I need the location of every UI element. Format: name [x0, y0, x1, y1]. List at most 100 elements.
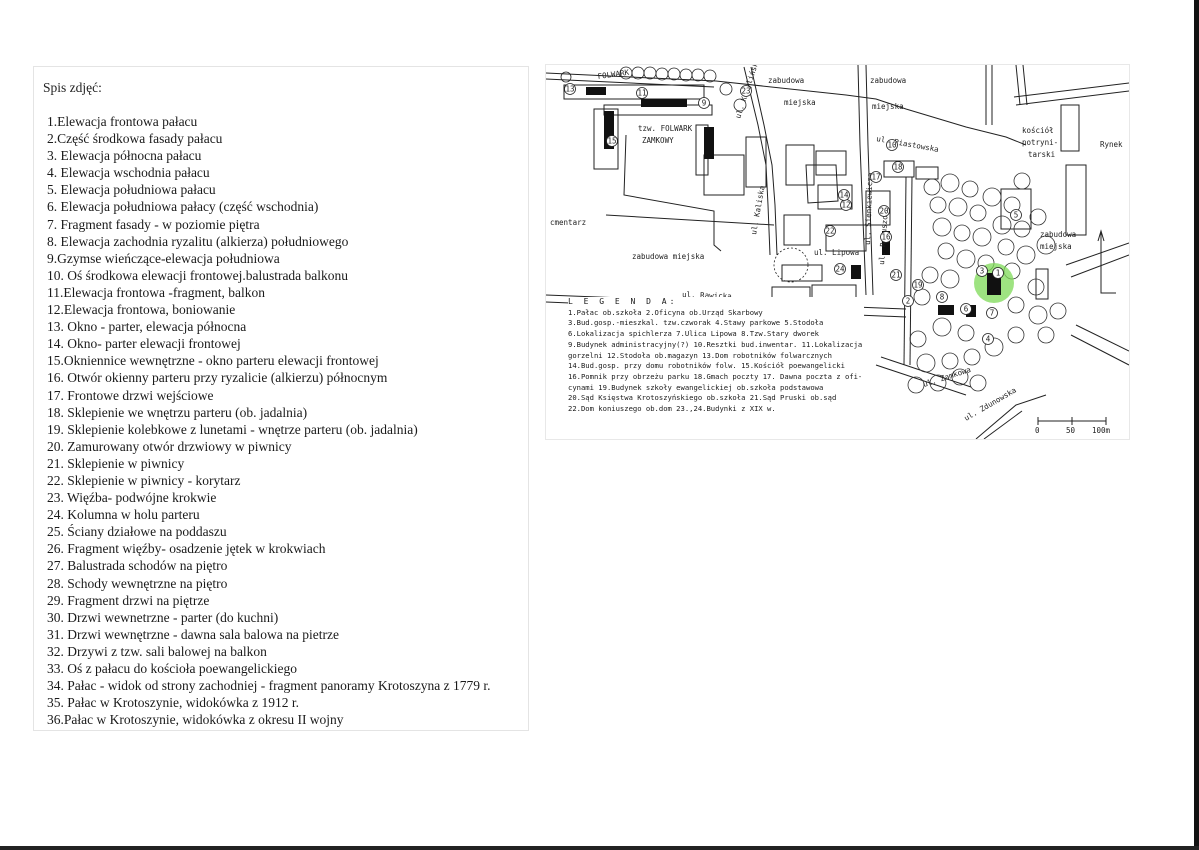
- map-label-scale50: 50: [1066, 426, 1076, 435]
- map-label-rynek: Rynek: [1100, 140, 1123, 149]
- legend-line: 1.Pałac ob.szkoła 2.Oficyna ob.Urząd Ska…: [568, 307, 763, 317]
- map-number-marker: 20: [878, 205, 890, 217]
- photo-list-panel: [33, 66, 529, 731]
- map-number-marker: 13: [564, 83, 576, 95]
- map-number-marker: 19: [912, 279, 924, 291]
- legend-title: L E G E N D A:: [568, 297, 678, 306]
- map-label-miejska1: miejska: [784, 98, 816, 107]
- map-number-marker: 23: [740, 85, 752, 97]
- legend-line: 16.Pomnik przy obrzeżu parku 18.Gmach po…: [568, 371, 863, 381]
- legend-line: cynami 19.Budynek szkoły ewangelickiej o…: [568, 382, 824, 392]
- map-number-label: 23: [741, 87, 750, 96]
- map-number-marker: 10: [886, 139, 898, 151]
- map-number-label: 18: [893, 163, 903, 172]
- photo-list-item: 17. Frontowe drzwi wejściowe: [47, 387, 214, 403]
- photo-list-item: 31. Drzwi wewnętrzne - dawna sala balowa…: [47, 626, 339, 642]
- photo-list-item: 33. Oś z pałacu do kościoła poewangelick…: [47, 661, 298, 676]
- map-label-scale0: 0: [1035, 426, 1040, 435]
- photo-list-item: 27. Balustrada schodów na piętro: [47, 558, 228, 574]
- map-number-label: 6: [964, 305, 969, 314]
- map-number-label: 1: [996, 269, 1001, 278]
- photo-list-item: 20. Zamurowany otwór drzwiowy w piwnicy: [47, 438, 292, 454]
- photo-list-item: 2.Część środkowa fasady pałacu: [47, 131, 223, 147]
- map-number-marker: 1: [992, 267, 1004, 279]
- street-lipowa-line: [857, 65, 867, 296]
- map-number-label: 17: [871, 173, 880, 182]
- map-number-marker: 11: [636, 87, 648, 99]
- north-arrow: [1100, 233, 1116, 294]
- map-number-marker: 7: [986, 307, 998, 319]
- map-label-piastowska: ul. Piastowska: [876, 134, 940, 154]
- map-number-label: 21: [891, 271, 900, 280]
- map-label-sienkiewicza: ul. Sienkiewicza: [863, 173, 875, 246]
- photo-list-item: 28. Schody wewnętrzne na piętro: [47, 575, 228, 591]
- photo-list-item: 16. Otwór okienny parteru przy ryzalicie…: [47, 370, 388, 386]
- photo-list-item: 35. Pałac w Krotoszynie, widokówka z 191…: [47, 695, 299, 711]
- map-label-zabudowa2: zabudowa: [870, 76, 906, 85]
- photo-list-item: 14. Okno- parter elewacji frontowej: [47, 336, 241, 352]
- map-label-zabudowa3: zabudowa: [1040, 230, 1076, 239]
- map-number-marker: 14: [838, 189, 850, 201]
- map-number-label: 10: [887, 141, 897, 150]
- map-number-marker: 5: [1010, 209, 1022, 221]
- photo-list-item: 32. Drzywi z tzw. sali balowej na balkon: [47, 643, 267, 659]
- map-number-label: 16: [881, 233, 891, 242]
- street-piastowska-line: [546, 72, 1027, 146]
- map-number-marker: 2: [902, 295, 914, 307]
- map-label-lipowa: ul. Lipowa: [814, 248, 859, 257]
- map-label-scale100: 100m: [1092, 426, 1111, 435]
- photo-list-item: 23. Więźba- podwójne krokwie: [47, 490, 217, 506]
- map-label-kosciol2: potryni-: [1022, 138, 1058, 147]
- map-number-label: 5: [1014, 211, 1019, 220]
- photo-list-item: 13. Okno - parter, elewacja północna: [47, 319, 247, 335]
- map-number-label: 15: [607, 137, 616, 146]
- map-number-label: 12: [841, 201, 850, 210]
- map-label-zabudowa1: zabudowa: [768, 76, 804, 85]
- photo-list-item: 11.Elewacja frontowa -fragment, balkon: [47, 284, 266, 300]
- map-number-marker: 16: [880, 231, 892, 243]
- photo-list-item: 24. Kolumna w holu parteru: [47, 507, 200, 523]
- map-number-label: 13: [565, 85, 574, 94]
- map-label-folwark-name1: tzw. FOLWARK: [638, 124, 693, 133]
- legend-line: 6.Lokalizacja spichlerza 7.Ulica Lipowa …: [568, 329, 819, 339]
- map-label-miejska3: miejska: [1040, 242, 1072, 251]
- photo-list-item: 15.Okniennice wewnętrzne - okno parteru …: [47, 353, 379, 369]
- photo-list-item: 25. Ściany działowe na poddaszu: [47, 524, 227, 540]
- map-label-kosciol3: tarski: [1028, 150, 1055, 159]
- photo-list-item: 22. Sklepienie w piwnicy - korytarz: [47, 472, 241, 488]
- photo-list-item: 4. Elewacja wschodnia pałacu: [47, 165, 210, 181]
- map-label-zdunowska: ul. Zdunowska: [963, 386, 1018, 423]
- photo-list-item: 26. Fragment więźby- osadzenie jętek w k…: [47, 541, 326, 557]
- map-number-label: 20: [879, 207, 889, 216]
- photo-list-item: 6. Elewacja południowa pałacy (część wsc…: [47, 199, 319, 215]
- map-label-kosciol1: kościół: [1022, 126, 1054, 135]
- map-number-marker: 6: [960, 303, 972, 315]
- photo-list-title: Spis zdjęć:: [43, 80, 102, 95]
- map-number-marker: 3: [976, 265, 988, 277]
- map-label-miejska2: miejska: [872, 102, 904, 111]
- legend-line: 9.Budynek administracyjny(?) 10.Resztki …: [568, 339, 863, 349]
- map-legend: L E G E N D A: 1.Pałac ob.szkoła 2.Oficy…: [568, 297, 865, 415]
- map-number-label: 4: [986, 335, 991, 344]
- map-number-label: 11: [637, 89, 646, 98]
- map-label-zabudowa-miejska: zabudowa miejska: [632, 252, 704, 261]
- map-number-marker: 17: [870, 171, 882, 183]
- photo-list-item: 34. Pałac - widok od strony zachodniej -…: [47, 678, 491, 694]
- photo-list-item: 12.Elewacja frontowa, boniowanie: [47, 302, 236, 318]
- photo-list-item: 36.Pałac w Krotoszynie, widokówka z okre…: [47, 712, 344, 728]
- map-number-label: 19: [913, 281, 922, 290]
- map-number-marker: 9: [698, 97, 710, 109]
- map-number-label: 7: [990, 309, 995, 318]
- legend-line: 14.Bud.gosp. przy domu robotników folw. …: [568, 361, 845, 371]
- photo-list-item: 18. Sklepienie we wnętrzu parteru (ob. j…: [47, 404, 308, 420]
- legend-line: 22.Dom koniuszego ob.dom 23.,24.Budynki …: [568, 404, 776, 414]
- site-plan-drawing: FOLWARKzabudowamiejskazabudowamiejskakoś…: [546, 65, 1129, 439]
- photo-list-item: 29. Fragment drzwi na piętrze: [47, 592, 210, 608]
- photo-list-item: 30. Drzwi wewnetrzne - parter (do kuchni…: [47, 609, 279, 625]
- map-number-marker: 22: [824, 225, 836, 237]
- map-number-marker: 8: [936, 291, 948, 303]
- map-label-kaliska: ul. Kaliska: [749, 185, 766, 235]
- photo-list-item: 3. Elewacja północna pałacu: [47, 148, 202, 164]
